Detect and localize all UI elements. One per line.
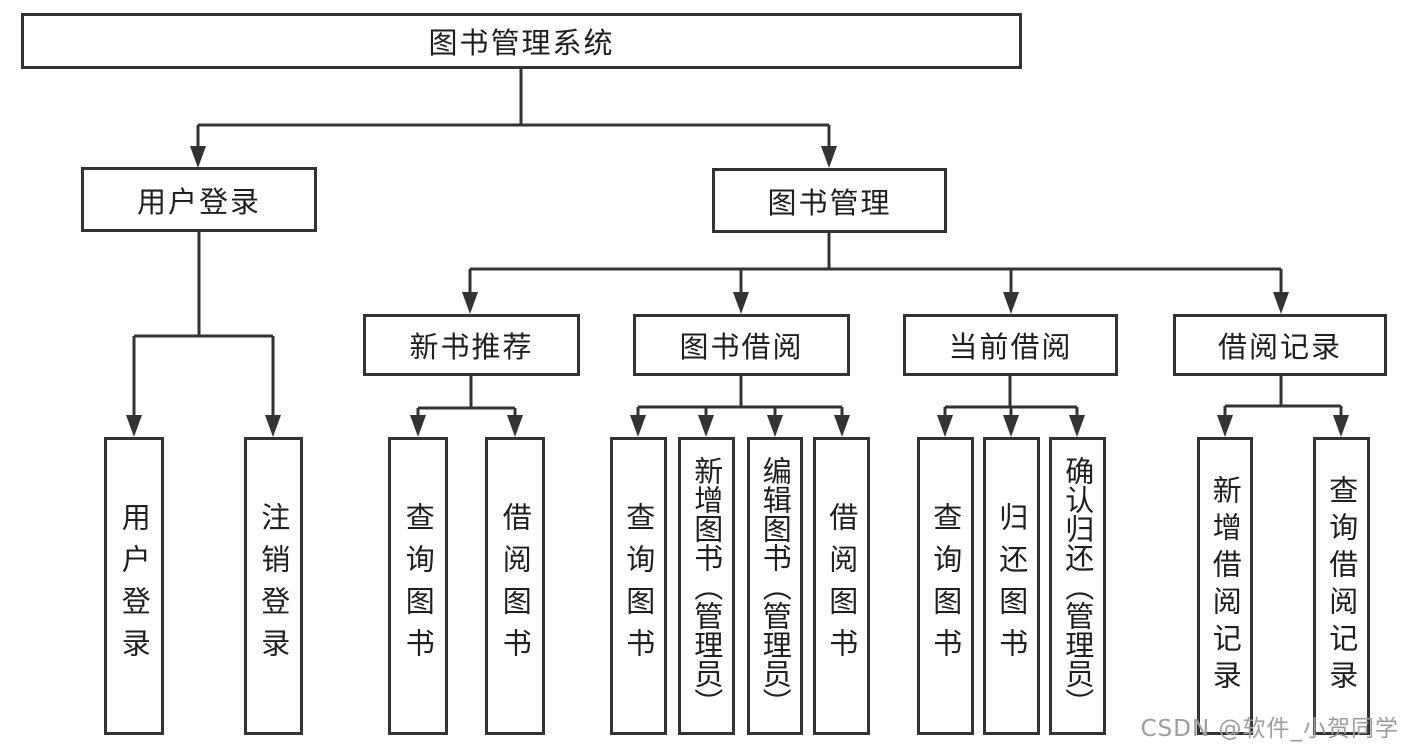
node-label: 新增图书（管理员） xyxy=(689,455,724,717)
edge-borrow-record-to-leaves xyxy=(1217,376,1349,437)
leaf-edit-book-admin: 编辑图书（管理员） xyxy=(747,437,803,735)
leaf-add-borrow-record: 新增借阅记录 xyxy=(1197,437,1253,735)
node-label: 借阅图书 xyxy=(498,502,533,670)
arrowhead-icon xyxy=(1003,415,1019,437)
node-label: 新书推荐 xyxy=(409,330,534,364)
arrowhead-icon xyxy=(630,415,646,437)
leaf-query-borrow-record: 查询借阅记录 xyxy=(1313,437,1370,735)
arrowhead-icon xyxy=(190,146,206,168)
leaf-borrow-books-2: 借阅图书 xyxy=(813,437,870,735)
node-label: 查询借阅记录 xyxy=(1324,475,1359,697)
leaf-query-books-3: 查询图书 xyxy=(917,437,974,735)
arrowhead-icon xyxy=(821,146,837,168)
node-label: 用户登录 xyxy=(136,184,261,219)
node-label: 新增借阅记录 xyxy=(1208,475,1243,697)
leaf-query-books-1: 查询图书 xyxy=(388,437,448,735)
node-label: 查询图书 xyxy=(401,502,436,670)
node-book-borrowing: 图书借阅 xyxy=(633,314,850,376)
node-label: 用户登录 xyxy=(117,502,152,670)
leaf-logout: 注销登录 xyxy=(244,437,303,735)
leaf-borrow-books-1: 借阅图书 xyxy=(485,437,545,735)
arrowhead-icon xyxy=(1273,292,1289,314)
node-label: 编辑图书（管理员） xyxy=(758,455,793,717)
arrowhead-icon xyxy=(937,415,953,437)
node-label: 图书管理 xyxy=(767,185,892,220)
csdn-watermark: CSDN @软件_小贺同学 xyxy=(1140,716,1399,742)
edge-book-borrow-to-leaves xyxy=(630,376,850,437)
edge-root-to-level2 xyxy=(190,68,837,168)
arrowhead-icon xyxy=(462,292,478,314)
node-new-book-recommend: 新书推荐 xyxy=(363,314,580,376)
arrowhead-icon xyxy=(834,415,850,437)
arrowhead-icon xyxy=(507,415,523,437)
arrowhead-icon xyxy=(126,415,142,437)
edge-user-login-to-leaves xyxy=(126,232,281,437)
node-user-login: 用户登录 xyxy=(81,167,317,232)
arrowhead-icon xyxy=(410,415,426,437)
arrowhead-icon xyxy=(1003,292,1019,314)
node-root-system: 图书管理系统 xyxy=(21,13,1022,69)
node-label: 查询图书 xyxy=(621,502,656,670)
edge-book-mgmt-to-level3 xyxy=(462,233,1289,314)
node-label: 借阅记录 xyxy=(1217,330,1342,364)
node-label: 注销登录 xyxy=(256,502,291,670)
edge-new-book-to-leaves xyxy=(410,376,523,437)
node-label: 查询图书 xyxy=(928,502,963,670)
node-label: 图书管理系统 xyxy=(428,26,615,60)
node-label: 确认归还（管理员） xyxy=(1060,455,1095,717)
node-label: 图书借阅 xyxy=(679,330,804,364)
arrowhead-icon xyxy=(265,415,281,437)
node-label: 借阅图书 xyxy=(824,502,859,670)
arrowhead-icon xyxy=(698,415,714,437)
node-borrow-records: 借阅记录 xyxy=(1173,314,1387,376)
leaf-query-books-2: 查询图书 xyxy=(610,437,667,735)
node-book-management: 图书管理 xyxy=(712,168,947,233)
arrowhead-icon xyxy=(1217,415,1233,437)
arrowhead-icon xyxy=(733,292,749,314)
edge-current-borrow-to-leaves xyxy=(937,376,1085,437)
node-label: 归还图书 xyxy=(994,502,1029,670)
arrowhead-icon xyxy=(1069,415,1085,437)
leaf-return-books: 归还图书 xyxy=(983,437,1040,735)
leaf-user-login: 用户登录 xyxy=(104,437,164,735)
node-current-borrowing: 当前借阅 xyxy=(903,314,1118,376)
leaf-confirm-return-admin: 确认归还（管理员） xyxy=(1049,437,1106,735)
leaf-add-book-admin: 新增图书（管理员） xyxy=(678,437,735,735)
arrowhead-icon xyxy=(1333,415,1349,437)
arrowhead-icon xyxy=(767,415,783,437)
node-label: 当前借阅 xyxy=(948,330,1073,364)
